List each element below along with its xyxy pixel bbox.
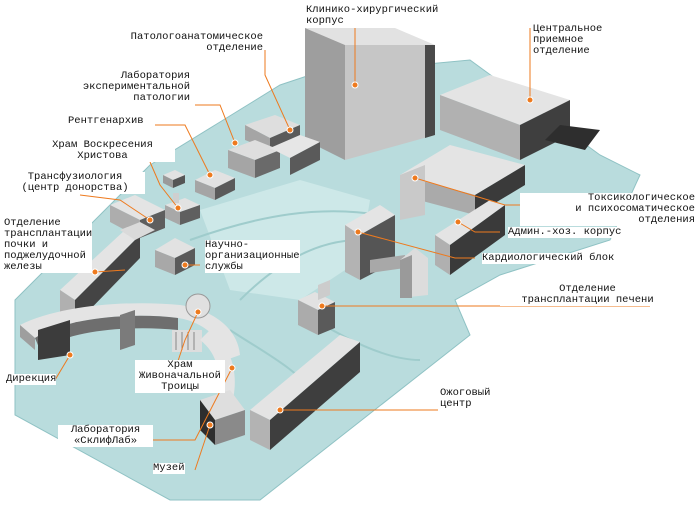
label-sklif-lab[interactable]: Лаборатория «СклифЛаб» [58, 425, 153, 447]
leader-transplant-kidney [94, 269, 126, 273]
building-xray[interactable] [195, 170, 235, 200]
marker-museum[interactable] [206, 421, 214, 429]
marker-toxicology[interactable] [411, 174, 419, 182]
label-cardio[interactable]: Кардиологический блок [482, 252, 615, 264]
label-transfusion[interactable]: Трансфузиология (центр донорства) [5, 172, 145, 194]
label-transplant-kidney[interactable]: Отделение трансплантации почки и поджелу… [4, 217, 93, 273]
building-trinity-church[interactable] [172, 293, 211, 352]
marker-transfusion[interactable] [146, 216, 154, 224]
leader-museum [194, 424, 211, 471]
marker-admission[interactable] [526, 96, 534, 104]
building-admission[interactable] [440, 75, 600, 160]
label-lab-exp[interactable]: Лаборатория экспериментальной патологии [60, 71, 190, 104]
building-pathology[interactable] [228, 115, 320, 178]
leader-transfusion [79, 194, 151, 221]
label-xray[interactable]: Рентгенархив [68, 115, 144, 127]
building-small-hut[interactable] [163, 170, 185, 188]
marker-sklif-lab[interactable] [228, 364, 236, 372]
marker-xray[interactable] [206, 171, 214, 179]
leader-cardio [357, 231, 475, 259]
building-church-resurrection[interactable] [165, 193, 200, 225]
label-directorate[interactable]: Дирекция [6, 373, 57, 385]
leader-pathology [264, 50, 291, 131]
leader-xray [155, 124, 211, 176]
building-cardio[interactable] [345, 205, 428, 298]
markers [66, 81, 534, 429]
marker-church-christ[interactable] [174, 204, 182, 212]
marker-science[interactable] [181, 261, 189, 269]
building-surgical-tower[interactable] [305, 28, 435, 160]
label-transplant-liver[interactable]: Отделение трансплантации печени [500, 284, 675, 306]
label-burn[interactable]: Ожоговый центр [440, 387, 491, 410]
label-admission[interactable]: Центральное приемное отделение [533, 23, 603, 57]
building-burn-center[interactable] [250, 335, 360, 450]
leader-church-christ [149, 161, 179, 209]
label-trinity[interactable]: Храм Живоначальной Троицы [135, 360, 225, 393]
marker-transplant-liver[interactable] [318, 302, 326, 310]
marker-lab-exp[interactable] [231, 139, 239, 147]
marker-pathology[interactable] [286, 126, 294, 134]
marker-burn[interactable] [276, 406, 284, 414]
label-science[interactable]: Научно- организационные службы [205, 239, 300, 273]
label-surgical[interactable]: Клинико-хирургический корпус [306, 4, 439, 27]
building-directorate[interactable] [20, 303, 240, 360]
marker-transplant-kidney[interactable] [91, 268, 99, 276]
label-toxicology[interactable]: Токсикологическое и психосоматическое от… [520, 193, 695, 226]
leader-admin [457, 221, 500, 233]
label-museum[interactable]: Музей [153, 462, 185, 474]
label-admin[interactable]: Админ.-хоз. корпус [508, 226, 622, 238]
leader-directorate [54, 354, 71, 381]
marker-surgical[interactable] [351, 81, 359, 89]
label-pathology[interactable]: Патологоанатомическое отделение [118, 32, 263, 54]
marker-directorate[interactable] [66, 351, 74, 359]
paths [189, 210, 421, 401]
marker-trinity[interactable] [194, 308, 202, 316]
marker-admin[interactable] [454, 218, 462, 226]
building-sklif-lab[interactable] [200, 330, 245, 445]
marker-cardio[interactable] [354, 228, 362, 236]
leader-lab-exp [195, 104, 236, 144]
label-church-christ[interactable]: Храм Воскресения Христова [30, 140, 175, 162]
